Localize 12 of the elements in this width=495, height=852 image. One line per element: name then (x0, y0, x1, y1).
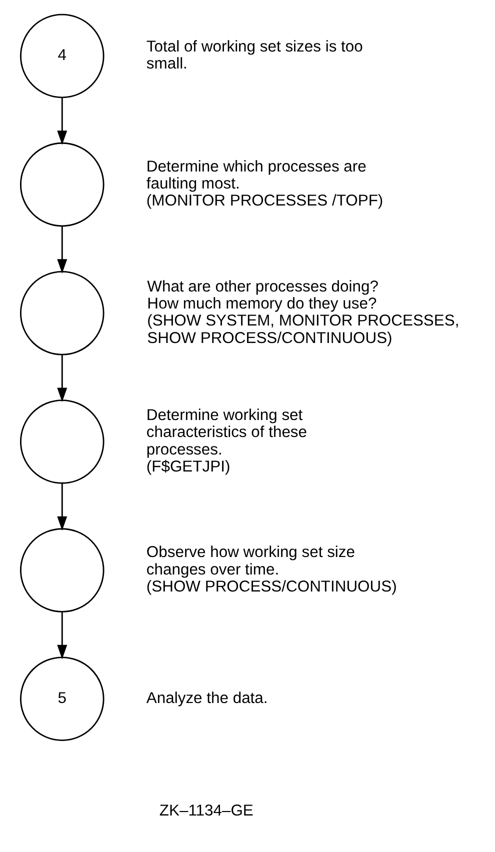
node-label: Determine working set characteristics of these processes. (146, 407, 308, 458)
node-label: How much memory do they use? (147, 296, 377, 313)
node-label: (F$GETJPI) (146, 458, 230, 476)
node-label: What are other processes doing? (147, 278, 378, 296)
label: ZK–1134–GE (159, 802, 254, 820)
node-label: (MONITOR PROCESSES /TOPF) (146, 192, 384, 210)
node-label: Analyze the data. (146, 690, 268, 707)
node-label: (SHOW SYSTEM, MONITOR PROCESSES, SHOW PROCESS/CONTINUOUS) (147, 312, 460, 347)
node-label: Observe how working set size changes over time. (146, 544, 356, 578)
node-label: Total of working set sizes is too small. (146, 38, 363, 73)
node-label: Determine which processes are faulting most. (146, 158, 366, 193)
node-label: (SHOW PROCESS/CONTINUOUS) (146, 578, 397, 596)
